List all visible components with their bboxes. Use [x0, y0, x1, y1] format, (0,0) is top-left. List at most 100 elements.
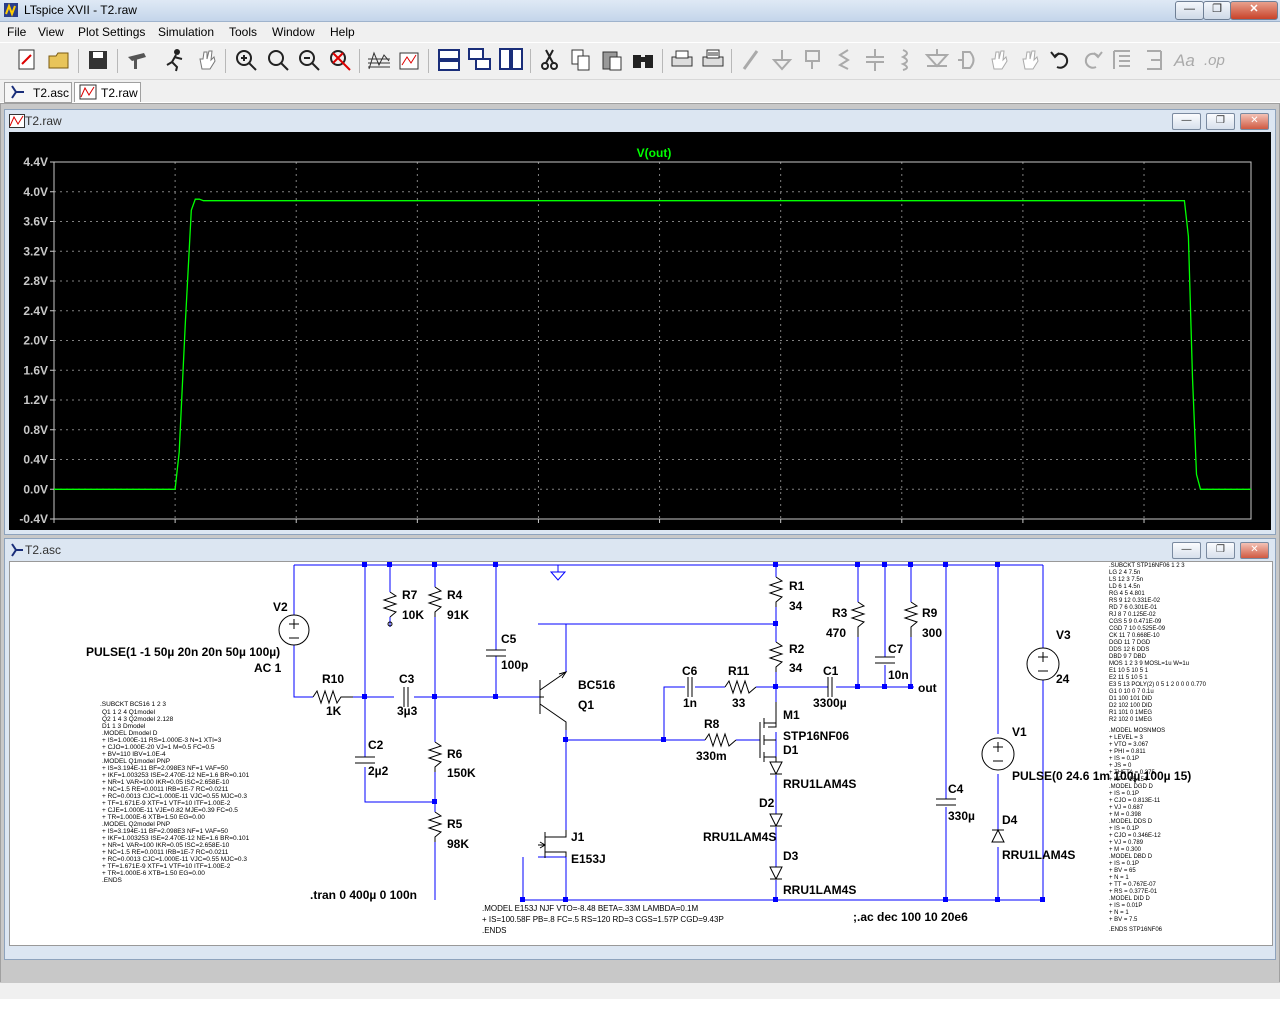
schematic-label[interactable]: D1: [783, 743, 799, 757]
schematic-label[interactable]: STP16NF06: [783, 729, 849, 743]
schematic-label[interactable]: 10n: [888, 668, 909, 682]
schematic-label[interactable]: R11: [728, 664, 750, 678]
schematic-label[interactable]: PULSE(1 -1 50µ 20n 20n 50µ 100µ): [86, 645, 280, 659]
drag-icon[interactable]: [1017, 47, 1043, 73]
find-icon[interactable]: [630, 47, 656, 73]
save-icon[interactable]: [85, 47, 111, 73]
tab-schematic[interactable]: T2.asc: [4, 82, 72, 103]
schematic-label[interactable]: 3µ3: [397, 704, 418, 718]
undo-icon[interactable]: [1048, 47, 1074, 73]
schematic-label[interactable]: R6: [447, 747, 463, 761]
schematic-label[interactable]: D4: [1002, 813, 1018, 827]
schematic-label[interactable]: 3300µ: [813, 696, 847, 710]
zoom-fit-icon[interactable]: [327, 47, 353, 73]
menu-simulation[interactable]: Simulation: [158, 25, 215, 39]
menu-view[interactable]: View: [38, 25, 64, 39]
schematic-label[interactable]: E153J: [571, 852, 606, 866]
waveform-minimize-button[interactable]: —: [1172, 113, 1201, 130]
pick-visible-icon[interactable]: [397, 47, 423, 73]
schematic-label[interactable]: 1K: [326, 704, 342, 718]
menu-window[interactable]: Window: [272, 25, 315, 39]
tile-horizontal-icon[interactable]: [436, 47, 462, 73]
schematic-label[interactable]: C4: [948, 782, 964, 796]
schematic-label[interactable]: V3: [1056, 628, 1071, 642]
halt-icon[interactable]: [194, 47, 220, 73]
schematic-label[interactable]: R1: [789, 579, 805, 593]
schematic-label[interactable]: 300: [922, 626, 942, 640]
close-button[interactable]: ✕: [1230, 1, 1278, 20]
menu-tools[interactable]: Tools: [229, 25, 258, 39]
waveform-plot[interactable]: V(out) 4.4V4.0V3.6V3.2V2.8V2.4V2.0V1.6V1…: [9, 132, 1271, 545]
rotate-icon[interactable]: [1110, 47, 1136, 73]
waveform-restore-button[interactable]: ❐: [1206, 113, 1235, 130]
schematic-close-button[interactable]: ✕: [1240, 542, 1269, 559]
tab-waveform[interactable]: T2.raw: [74, 82, 141, 102]
schematic-label[interactable]: 330µ: [948, 809, 975, 823]
run-icon[interactable]: [162, 47, 188, 73]
menu-plot-settings[interactable]: Plot Settings: [78, 25, 146, 39]
schematic-label[interactable]: 10K: [402, 608, 424, 622]
menu-file[interactable]: File: [7, 25, 27, 39]
schematic-label[interactable]: RRU1LAM4S: [1002, 848, 1075, 862]
schematic-label[interactable]: C3: [399, 672, 415, 686]
schematic-label[interactable]: 1n: [683, 696, 697, 710]
copy-icon[interactable]: [568, 47, 594, 73]
trace-v-out[interactable]: [54, 198, 1251, 490]
zoom-in-icon[interactable]: [233, 47, 259, 73]
schematic-label[interactable]: 98K: [447, 837, 469, 851]
schematic-label[interactable]: out: [918, 681, 937, 695]
schematic-label[interactable]: Q1: [578, 698, 594, 712]
mirror-icon[interactable]: [1141, 47, 1167, 73]
schematic-label[interactable]: BC516: [578, 678, 616, 692]
print-icon[interactable]: [669, 47, 695, 73]
diode-icon[interactable]: [924, 47, 950, 73]
menu-help[interactable]: Help: [330, 25, 355, 39]
schematic-label[interactable]: 2µ2: [368, 764, 389, 778]
schematic-label[interactable]: R9: [922, 606, 938, 620]
cascade-icon[interactable]: [467, 47, 493, 73]
cut-icon[interactable]: [537, 47, 563, 73]
maximize-button[interactable]: ❐: [1203, 1, 1231, 20]
schematic-label[interactable]: R4: [447, 588, 463, 602]
schematic-label[interactable]: R10: [322, 672, 344, 686]
schematic-label[interactable]: 24: [1056, 672, 1070, 686]
tile-vertical-icon[interactable]: [498, 47, 524, 73]
schematic-label[interactable]: R7: [402, 588, 418, 602]
schematic-label[interactable]: D3: [783, 849, 799, 863]
schematic-label[interactable]: C2: [368, 738, 384, 752]
schematic-label[interactable]: AC 1: [254, 661, 282, 675]
print-setup-icon[interactable]: [700, 47, 726, 73]
paste-icon[interactable]: [599, 47, 625, 73]
schematic-label[interactable]: .tran 0 400µ 0 100n: [310, 888, 417, 902]
label-net-icon[interactable]: [800, 47, 826, 73]
schematic-label[interactable]: 100p: [501, 658, 528, 672]
draw-wire-icon[interactable]: [739, 47, 765, 73]
schematic-label[interactable]: 150K: [447, 766, 476, 780]
schematic-label[interactable]: 330m: [696, 749, 727, 763]
schematic-label[interactable]: RRU1LAM4S: [703, 830, 776, 844]
schematic-label[interactable]: 91K: [447, 608, 469, 622]
schematic-label[interactable]: R8: [704, 717, 720, 731]
schematic-label[interactable]: C1: [823, 664, 839, 678]
zoom-out-icon[interactable]: [296, 47, 322, 73]
component-icon[interactable]: [955, 47, 981, 73]
minimize-button[interactable]: —: [1175, 1, 1204, 20]
spice-directive-icon[interactable]: .op: [1203, 47, 1229, 73]
resistor-icon[interactable]: [831, 47, 857, 73]
text-icon[interactable]: Aa: [1172, 47, 1198, 73]
schematic-label[interactable]: 470: [826, 626, 846, 640]
new-schematic-icon[interactable]: [14, 47, 40, 73]
schematic-label[interactable]: C5: [501, 632, 517, 646]
schematic-label[interactable]: V2: [273, 600, 288, 614]
schematic-label[interactable]: R3: [832, 606, 848, 620]
schematic-label[interactable]: 33: [732, 696, 746, 710]
open-icon[interactable]: [46, 47, 72, 73]
control-panel-icon[interactable]: [124, 47, 150, 73]
trace-label[interactable]: V(out): [637, 146, 672, 160]
schematic-label[interactable]: R5: [447, 817, 463, 831]
waveform-close-button[interactable]: ✕: [1240, 113, 1269, 130]
schematic-label[interactable]: R2: [789, 642, 805, 656]
